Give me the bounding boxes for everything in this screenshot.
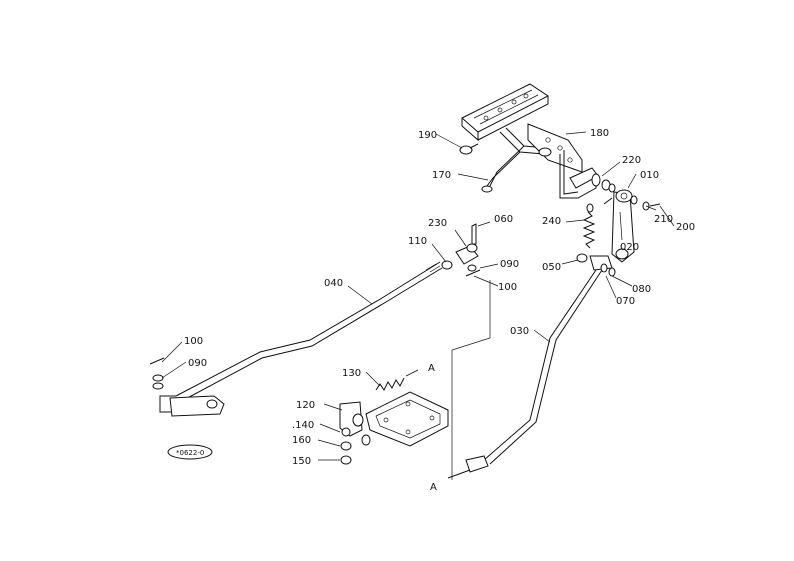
label-230: 230	[428, 218, 447, 229]
label-170: 170	[432, 170, 451, 181]
label-200: 200	[676, 222, 695, 233]
bolt-200	[642, 201, 661, 211]
label-010: 010	[640, 170, 659, 181]
label-190: 190	[418, 130, 437, 141]
label-240: 240	[542, 216, 561, 227]
label-090-left: 090	[188, 358, 207, 369]
label-120: 120	[296, 400, 315, 411]
label-150: 150	[292, 456, 311, 467]
label-160: 160	[292, 435, 311, 446]
reference-line-a	[451, 280, 491, 480]
stamp: *0622-0	[167, 444, 213, 460]
label-040: 040	[324, 278, 343, 289]
floor-plate	[365, 391, 449, 447]
label-090-right: 090	[500, 259, 519, 270]
label-070: 070	[616, 296, 635, 307]
clevis-050	[576, 253, 616, 277]
lever-arm	[603, 189, 635, 263]
bolt-190	[459, 143, 479, 155]
stamp-text: *0622-0	[176, 449, 204, 457]
bracket	[527, 123, 597, 199]
pivot-shaft	[569, 167, 616, 193]
ref-a-bottom: A	[430, 482, 437, 493]
spring-240	[582, 203, 596, 249]
label-080: 080	[632, 284, 651, 295]
pedal-plate	[461, 83, 549, 142]
label-110: 110	[408, 236, 427, 247]
label-140: .140	[292, 420, 314, 431]
washer-010	[630, 195, 638, 205]
ref-a-top: A	[428, 363, 435, 374]
label-220: 220	[622, 155, 641, 166]
label-180: 180	[590, 128, 609, 139]
label-210: 210	[654, 214, 673, 225]
label-060: 060	[494, 214, 513, 225]
reference-marks: A A	[428, 363, 437, 493]
label-100-left: 100	[184, 336, 203, 347]
label-020: 020	[620, 242, 639, 253]
rod-030	[447, 269, 603, 479]
label-030: 030	[510, 326, 529, 337]
rod-040	[149, 261, 443, 417]
part-labels: 190 180 170 220 010 200 210 020 240 050 …	[184, 128, 695, 467]
rod-end-230	[441, 223, 481, 277]
label-100-right: 100	[498, 282, 517, 293]
bracket-120	[339, 401, 371, 465]
spring-130	[375, 369, 419, 391]
label-050: 050	[542, 262, 561, 273]
leader-lines	[161, 131, 675, 461]
label-130: 130	[342, 368, 361, 379]
